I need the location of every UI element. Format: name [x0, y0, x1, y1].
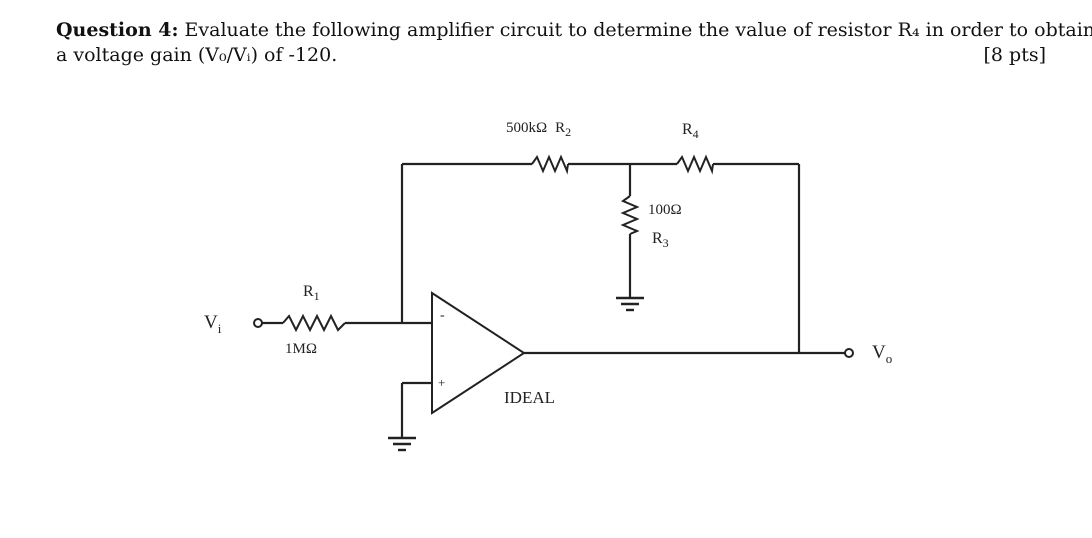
opamp-plus-label: + — [438, 375, 445, 390]
r3-value-label: 100Ω — [648, 202, 682, 218]
opamp-minus-label: - — [440, 308, 445, 323]
ground-icon — [616, 296, 644, 312]
opamp-ideal-label: IDEAL — [504, 388, 555, 407]
r3-name-label: R3 — [652, 230, 669, 250]
r4-label: R4 — [682, 121, 699, 141]
question-line-1: Question 4: Evaluate the following ampli… — [56, 18, 1092, 43]
question-body: Evaluate the following amplifier circuit… — [178, 19, 1092, 41]
ground-icon-input — [388, 436, 416, 452]
r4-resistor — [676, 154, 714, 175]
r1-value-label: 1MΩ — [285, 341, 317, 357]
r1-name-label: R1 — [303, 283, 320, 303]
r3-resistor — [620, 195, 640, 235]
question-label: Question 4: — [56, 19, 179, 41]
question-text: Question 4: Evaluate the following ampli… — [56, 18, 1092, 68]
r1-resistor — [282, 313, 346, 333]
opamp-symbol — [431, 291, 526, 415]
vo-label: Vo — [872, 342, 892, 366]
circuit-wires — [262, 162, 845, 438]
input-terminal — [253, 318, 263, 328]
question-line-2: a voltage gain (V₀/Vᵢ) of -120. — [56, 44, 338, 66]
vi-label: Vi — [204, 312, 222, 336]
r2-resistor — [531, 154, 569, 175]
points-label: [8 pts] — [983, 44, 1046, 66]
output-terminal — [844, 348, 854, 358]
